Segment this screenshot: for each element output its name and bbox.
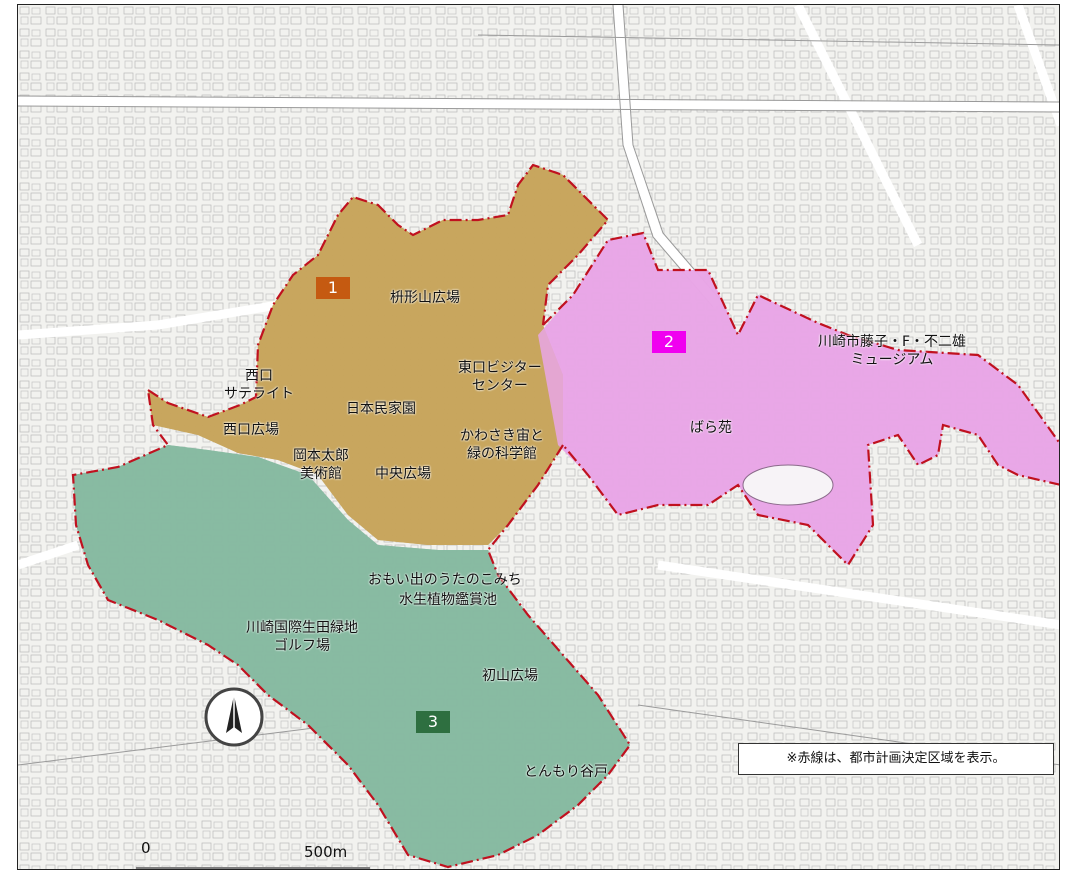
map-frame: 1 2 3 枡形山広場 西口 サテライト 日本民家園 東口ビジター センター 西… [17,4,1060,870]
north-arrow-icon [204,687,264,747]
scale-start-label: 0 [141,839,151,857]
label-tonmori: とんもり谷戸 [524,764,608,780]
label-chuo-hiroba: 中央広場 [375,466,431,482]
label-masugatayama: 枡形山広場 [390,290,460,306]
zone-3-badge: 3 [416,711,450,733]
map-canvas [18,5,1059,869]
label-barae: ばら苑 [690,420,732,436]
label-fujiko-museum: 川崎市藤子・F・不二雄 ミュージアム [818,334,967,368]
city-planning-boundary [71,163,1059,869]
major-roads [18,5,1059,630]
label-higashiguchi-visitor: 東口ビジター センター [458,360,542,394]
label-omoide-komichi: おもい出のうたのこみち [368,572,522,588]
scale-bar [136,867,370,869]
pond [742,464,834,506]
zone-1-badge: 1 [316,277,350,299]
label-nishiguchi-satellite: 西口 サテライト [224,368,294,402]
label-okamoto-taro: 岡本太郎 美術館 [293,448,349,482]
scale-end-label: 500m [304,843,348,861]
label-suisei-pond: 水生植物鑑賞池 [399,592,497,608]
label-nishiguchi-hiroba: 西口広場 [223,422,279,438]
label-hatsuyama: 初山広場 [482,668,538,684]
label-nihon-minkaen: 日本民家園 [346,401,416,417]
label-golf: 川崎国際生田緑地 ゴルフ場 [246,620,358,654]
zone-2-badge: 2 [652,331,686,353]
label-kawasaki-science: かわさき宙と 緑の科学館 [460,428,544,462]
legend-note: ※赤線は、都市計画決定区域を表示。 [738,743,1054,775]
